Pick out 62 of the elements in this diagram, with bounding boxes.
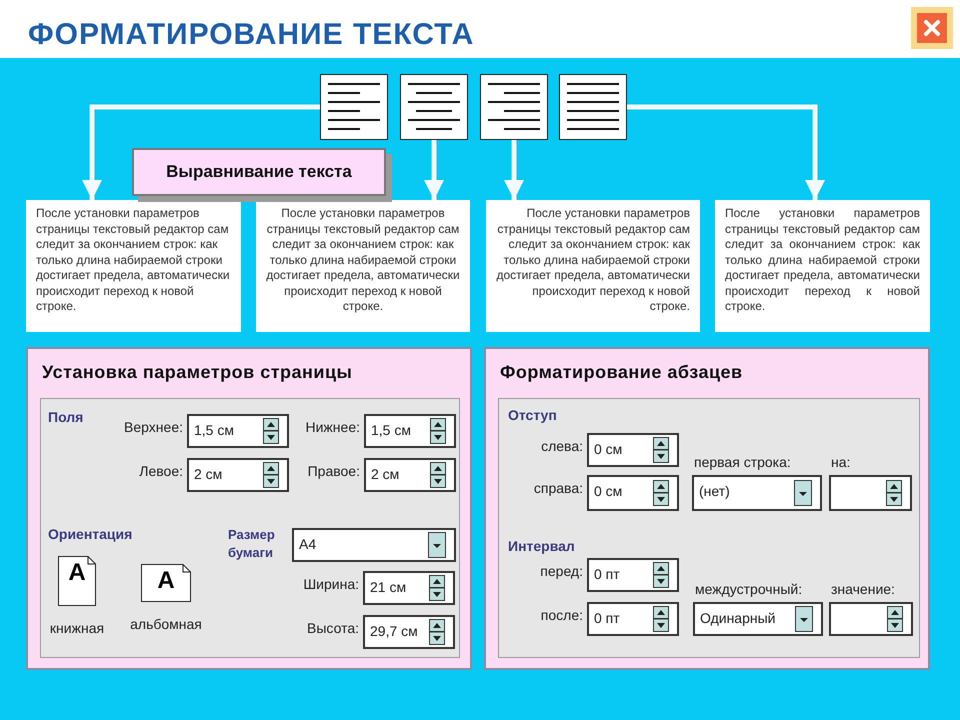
field-label: Верхнее: [123, 418, 183, 437]
spin-field: 1,5 см [187, 414, 289, 448]
spin-field: 1,5 см [364, 414, 456, 448]
dropdown-field: (нет) [692, 475, 822, 511]
page-thumbnail: A [58, 556, 96, 606]
spin-field: 0 пт [587, 602, 679, 636]
card-text: После установки параметров страницы текстовый редактор сам следит за окончанием строк: как только длина набираемой строки достигает предела, автоматически происходит переход к новой строке. [725, 206, 920, 314]
align-right-icon [480, 74, 548, 140]
field-label: книжная [50, 619, 104, 638]
arrow [504, 140, 524, 200]
field-label: перед: [539, 562, 583, 581]
spin-field: 0 см [587, 433, 679, 467]
section-heading: Интервал [508, 537, 575, 556]
section-heading: Поля [48, 408, 84, 427]
page-title: ФОРМАТИРОВАНИЕ ТЕКСТА [28, 17, 474, 53]
field-label: Высота: [306, 619, 359, 638]
field-label: после: [540, 606, 583, 625]
arrow [82, 104, 320, 200]
dropdown-field: Одинарный [693, 602, 823, 636]
field-label: альбомная [130, 615, 202, 634]
card-text: После установки параметров страницы текстовый редактор сам следит за окончанием строк: как только длина набираемой строки достигает предела, автоматически происходит переход к новой строке. [266, 206, 460, 314]
card-text: После установки параметров страницы текстовый редактор сам следит за окончанием строк: как только длина набираемой строки достигает предела, автоматически происходит переход к новой строке. [496, 206, 690, 314]
field-label: справа: [532, 479, 583, 498]
card-text: После установки параметров страницы текстовый редактор сам следит за окончанием строк: как только длина набираемой строки достигает предела, автоматически происходит переход к новой строке. [36, 206, 231, 314]
section-heading: Ориентация [48, 525, 132, 544]
spin-field: 0 см [587, 475, 679, 511]
field-label: слева: [540, 437, 583, 456]
dropdown-field: A4 [292, 528, 456, 562]
group-box [40, 398, 460, 658]
settings-panel [26, 347, 472, 670]
align-justify-icon [559, 74, 627, 140]
group-box [498, 398, 920, 658]
text-card [715, 200, 930, 332]
align-left-icon [320, 74, 388, 140]
spin-field: 2 см [187, 458, 289, 492]
align-center-icon [400, 74, 468, 140]
page-thumbnail: A [141, 564, 191, 602]
settings-panel [484, 347, 930, 670]
panel-heading: Установка параметров страницы [42, 361, 352, 384]
spin-field: 0 пт [587, 558, 679, 592]
field-label: Нижнее: [304, 418, 360, 437]
spin-field [829, 475, 912, 511]
spin-field: 29,7 см [363, 615, 455, 649]
arrow [424, 140, 444, 200]
arrow [627, 104, 825, 200]
section-heading: Отступ [508, 406, 557, 425]
field-label: Левое: [138, 462, 183, 481]
spin-field: 2 см [364, 458, 456, 492]
section-heading: Размер бумаги [228, 526, 276, 562]
field-label: междустрочный: [695, 580, 802, 599]
field-label: значение: [831, 580, 895, 599]
field-label: на: [831, 453, 850, 472]
spin-field: 21 см [363, 571, 455, 605]
banner-text: Выравнивание текста [166, 162, 352, 182]
text-card [256, 200, 470, 332]
spin-field [829, 602, 913, 636]
panel-heading: Форматирование абзацев [500, 361, 743, 384]
field-label: Правое: [306, 462, 360, 481]
field-label: первая строка: [694, 453, 791, 472]
text-card [26, 200, 241, 332]
field-label: Ширина: [302, 575, 359, 594]
text-card [486, 200, 700, 332]
